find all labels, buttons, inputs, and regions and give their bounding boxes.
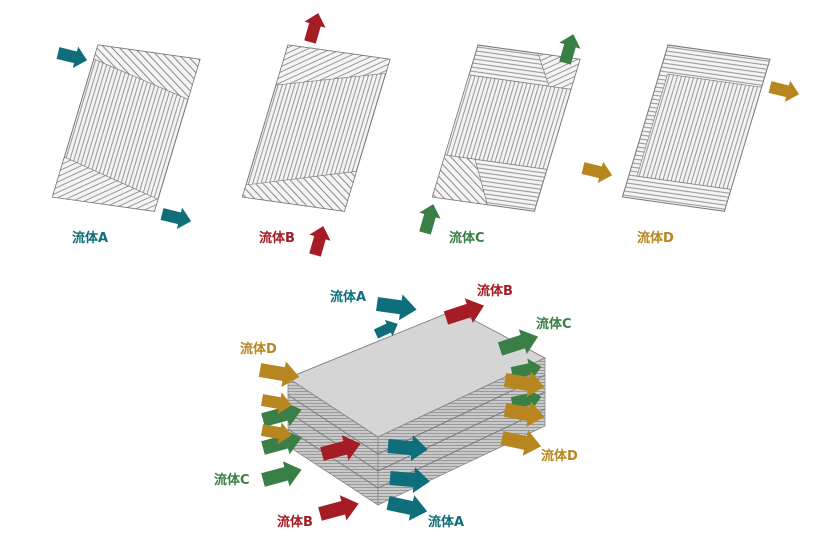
stack-arrow-a-mid-1	[387, 435, 428, 462]
stack-arrow-d-right-1	[503, 371, 545, 397]
stack-arrow-a-bottom	[386, 495, 428, 521]
stack-arrow-c-left-2	[261, 429, 302, 455]
stack-arrow-c-left-3	[261, 461, 302, 487]
plate-fluid-a	[51, 44, 201, 212]
stack-label-d-left: 流体D	[240, 341, 277, 357]
label-fluid-c: 流体C	[449, 230, 485, 246]
label-fluid-d: 流体D	[637, 230, 674, 246]
plate-fluid-c	[431, 44, 581, 212]
stack-label-a-bottom: 流体A	[428, 514, 464, 530]
stack-arrow-a-top-in	[376, 294, 417, 321]
stack-label-c-left: 流体C	[214, 472, 250, 488]
arrow-d-in	[581, 161, 613, 184]
stack-label-d-right: 流体D	[541, 448, 578, 464]
stack-arrow-b-top	[443, 298, 485, 325]
stack-label-b-top: 流体B	[477, 283, 513, 299]
stack-arrow-d-left-2	[260, 392, 292, 414]
stack-arrow-d-left-3	[260, 422, 292, 444]
arrow-a-in	[56, 46, 88, 69]
stack-arrow-d-right-2	[503, 401, 545, 427]
stack-arrow-c-top	[497, 329, 539, 356]
stack-arrow-a-top-out	[373, 319, 398, 339]
arrow-c-out	[559, 34, 581, 65]
plate-stack	[286, 309, 547, 506]
stack-label-b-bottom: 流体B	[277, 514, 313, 530]
stack-arrow-b-bottom	[318, 495, 359, 521]
label-fluid-b: 流体B	[259, 230, 295, 246]
stack-label-a-top: 流体A	[330, 289, 366, 305]
plate-fluid-b	[241, 44, 391, 212]
stack-label-c-top: 流体C	[536, 316, 572, 332]
label-fluid-a: 流体A	[72, 230, 108, 246]
stack-arrow-a-mid-2	[389, 467, 430, 494]
arrow-b-in	[309, 226, 331, 257]
plate-fluid-d	[621, 44, 771, 212]
arrow-c-in	[419, 204, 441, 235]
stack-arrow-b-mid	[320, 435, 361, 461]
arrow-d-out	[768, 80, 800, 103]
arrow-b-out	[304, 13, 326, 44]
stack-arrow-d-right-3	[500, 430, 542, 456]
stack-arrow-d-left-1	[258, 361, 300, 387]
stack-arrow-c-left-1	[261, 401, 302, 427]
arrow-a-out	[160, 207, 192, 230]
